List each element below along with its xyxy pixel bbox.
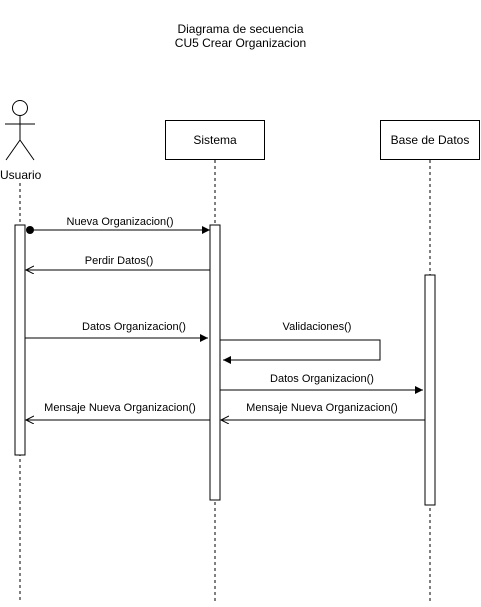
actor-label-usuario: Usuario xyxy=(0,168,42,182)
diagram-subtitle: CU5 Crear Organizacion xyxy=(174,36,307,50)
diagram-title: Diagrama de secuencia xyxy=(177,22,304,36)
message-label-mensaje-nueva-organizacion-2: Mensaje Nueva Organizacion() xyxy=(245,402,399,415)
actor-stick-figure-icon xyxy=(5,100,35,161)
activation-bar-sistema xyxy=(209,224,221,501)
message-label-nueva-organizacion: Nueva Organizacion() xyxy=(65,216,175,229)
message-label-datos-organizacion-1: Datos Organizacion() xyxy=(81,321,187,334)
participant-label-sistema: Sistema xyxy=(193,133,237,147)
participant-box-base-datos: Base de Datos xyxy=(380,120,480,160)
message-label-mensaje-nueva-organizacion-1: Mensaje Nueva Organizacion() xyxy=(43,402,197,415)
participant-label-base-datos: Base de Datos xyxy=(390,133,470,147)
activation-bar-usuario xyxy=(14,224,26,456)
message-label-perdir-datos: Perdir Datos() xyxy=(83,255,155,268)
message-label-validaciones: Validaciones() xyxy=(281,321,353,334)
activation-bar-base-datos xyxy=(424,274,436,506)
participant-box-sistema: Sistema xyxy=(165,120,265,160)
self-message-arrow-validaciones xyxy=(220,339,381,364)
message-label-datos-organizacion-2: Datos Organizacion() xyxy=(269,373,375,386)
